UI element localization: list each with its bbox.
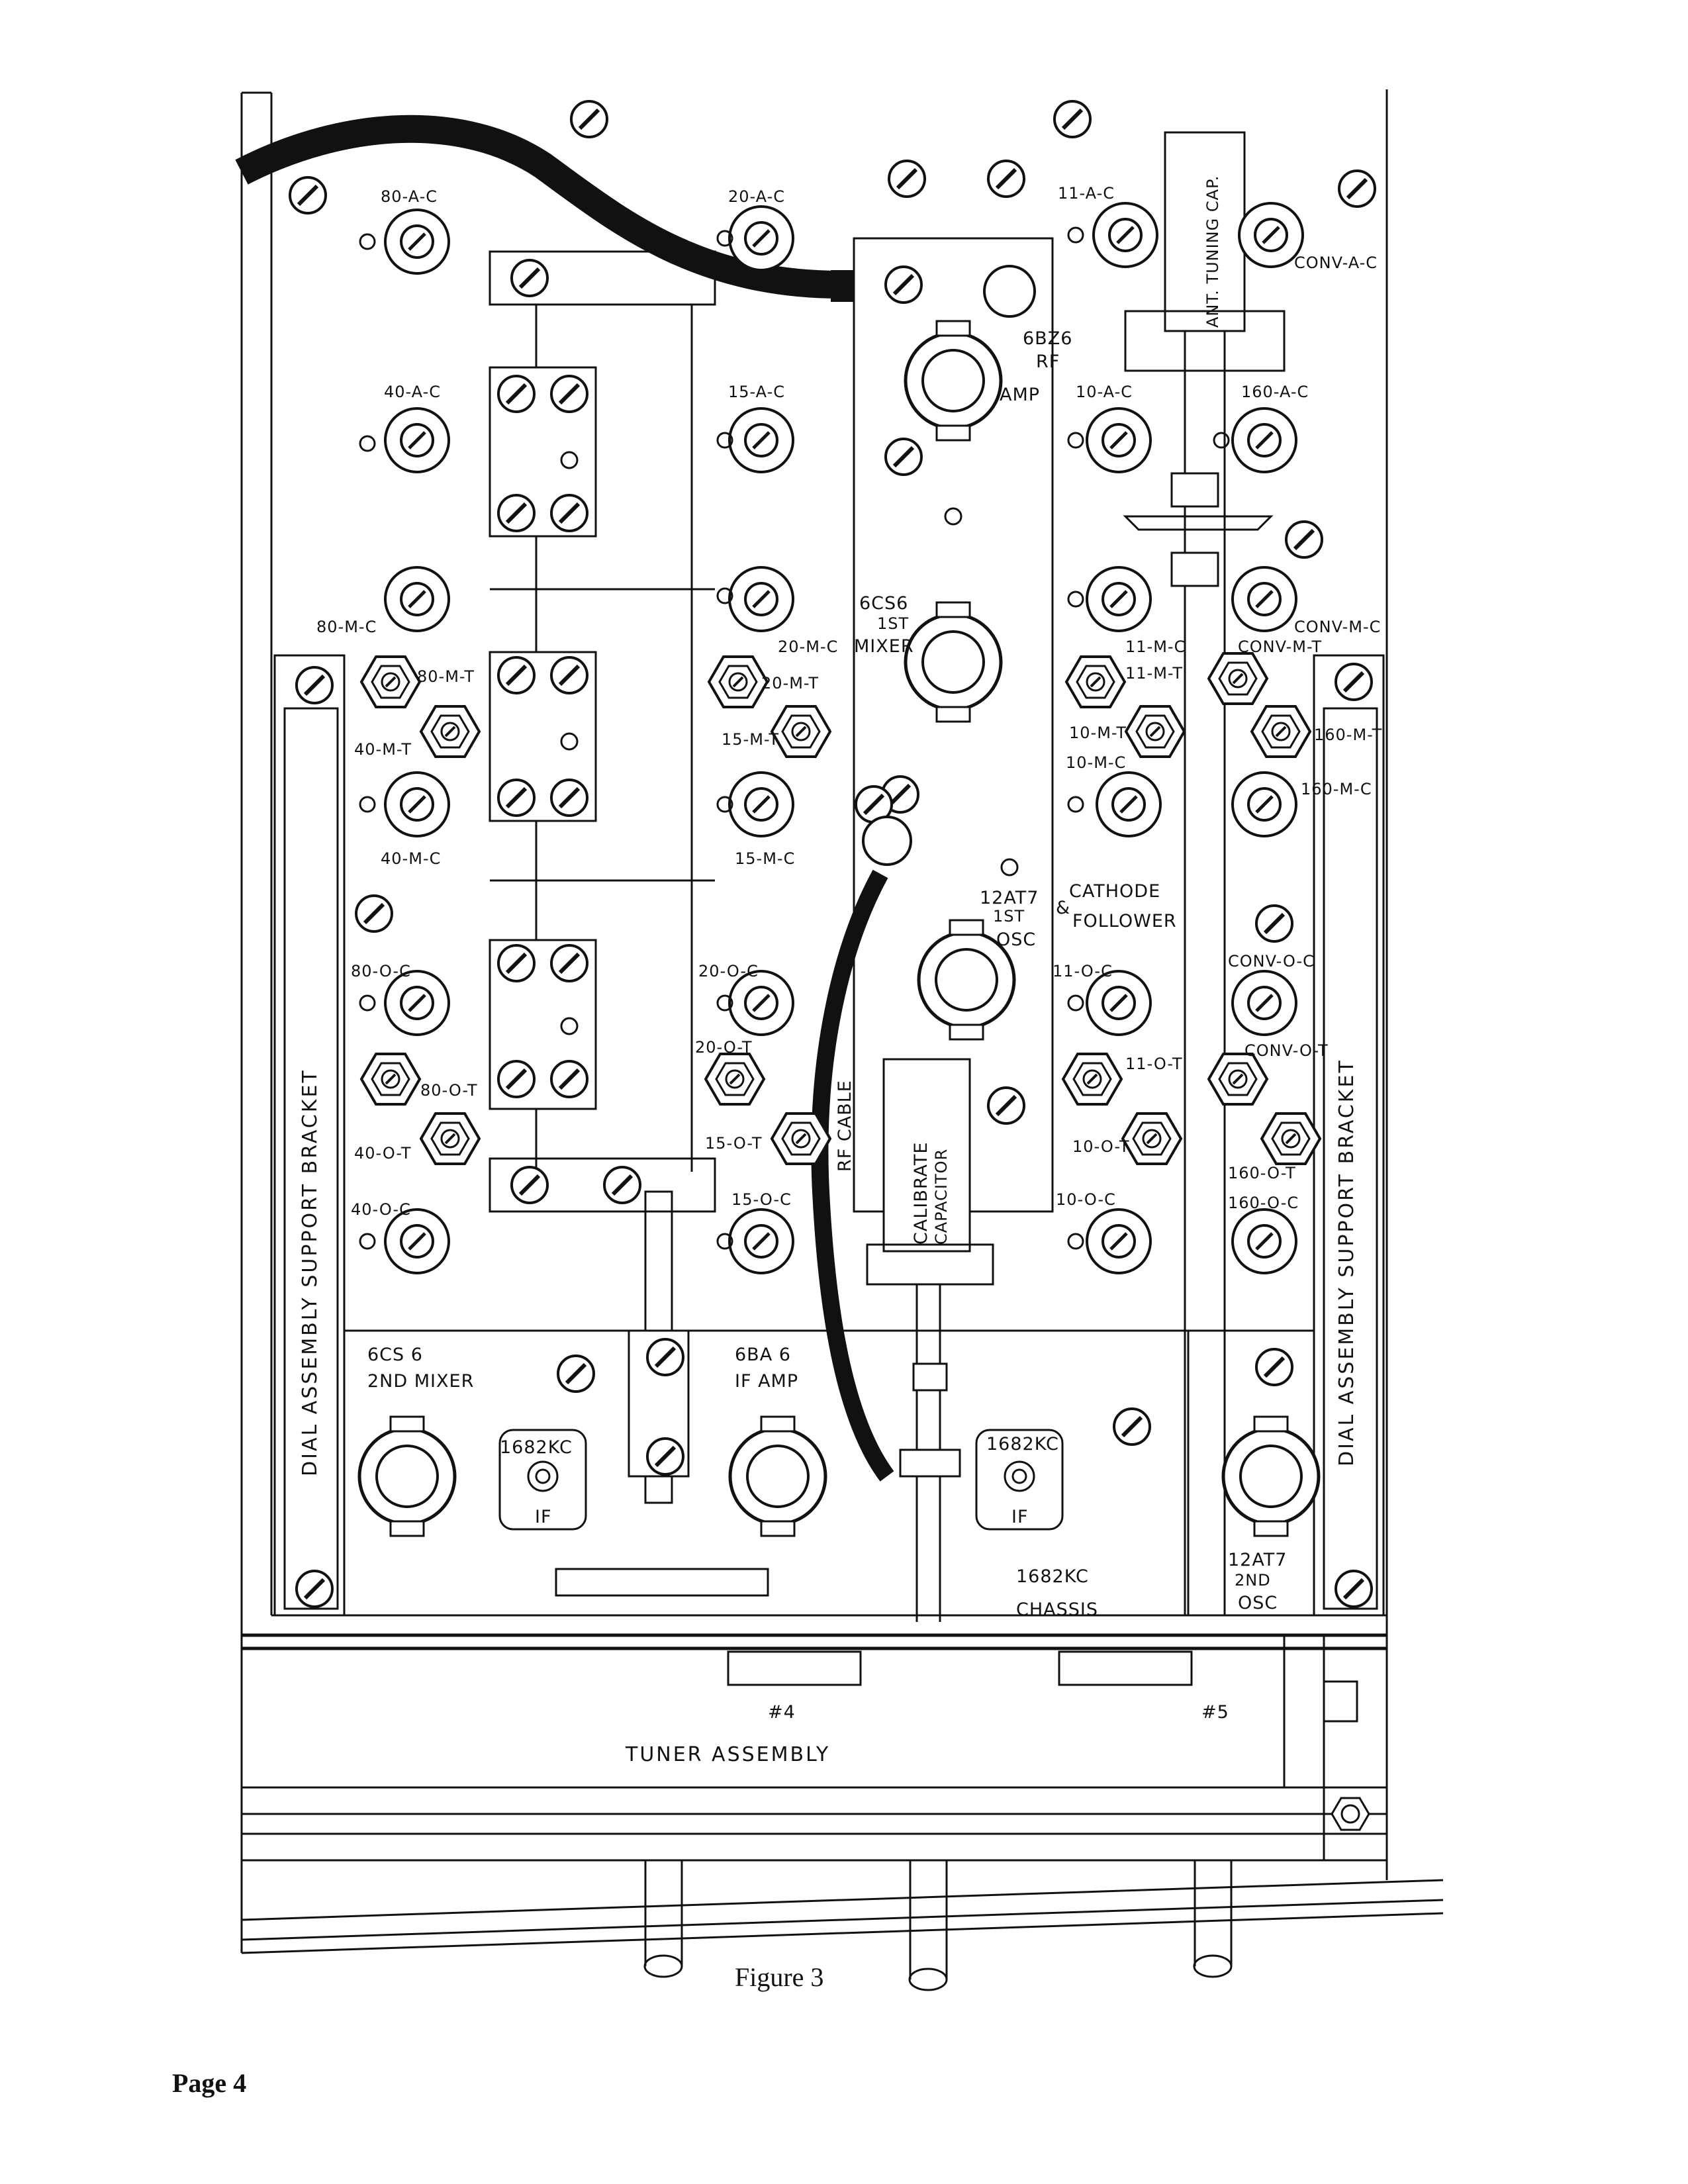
label-80-m-c: 80-M-C bbox=[316, 618, 377, 636]
label-mixer: MIXER bbox=[854, 636, 914, 657]
label-12at7-2nd: 12AT7 bbox=[1228, 1550, 1287, 1570]
label-1st: 1ST bbox=[877, 614, 909, 633]
label-40-o-t: 40-O-T bbox=[354, 1144, 412, 1163]
label-80-o-t: 80-O-T bbox=[420, 1081, 478, 1100]
right-shaft bbox=[1123, 131, 1286, 1615]
label-160-m-c: 160-M-C bbox=[1301, 780, 1372, 798]
label-6ba6: 6BA 6 bbox=[735, 1345, 791, 1365]
label-10-a-c: 10-A-C bbox=[1076, 383, 1133, 401]
chassis-frame bbox=[240, 89, 1444, 1954]
left-bracket bbox=[273, 654, 346, 1617]
label-11-o-t: 11-O-T bbox=[1125, 1055, 1183, 1073]
label-11-a-c: 11-A-C bbox=[1058, 184, 1115, 203]
label-tuner-assembly: TUNER ASSEMBLY bbox=[625, 1743, 830, 1766]
label-160-o-c: 160-O-C bbox=[1228, 1194, 1299, 1212]
label-20-a-c: 20-A-C bbox=[728, 187, 785, 206]
shielded-cable bbox=[235, 115, 841, 299]
label-2nd-osc: 2ND bbox=[1235, 1571, 1271, 1590]
label-1682kc-left: 1682KC bbox=[500, 1437, 573, 1458]
label-10-o-t: 10-O-T bbox=[1072, 1137, 1130, 1156]
label-amp: AMP bbox=[1000, 385, 1040, 405]
label-if-right: IF bbox=[1011, 1507, 1029, 1527]
component-labels: 80-A-C 20-A-C 11-A-C CONV-A-C ANT. TUNIN… bbox=[316, 175, 1382, 1766]
label-capacitor: CAPACITOR bbox=[932, 1149, 951, 1245]
label-conv-a-c: CONV-A-C bbox=[1294, 254, 1378, 272]
label-160-a-c: 160-A-C bbox=[1241, 383, 1309, 401]
label-conv-m-c: CONV-M-C bbox=[1294, 618, 1381, 636]
label-15-o-t: 15-O-T bbox=[705, 1134, 763, 1153]
label-rf-cable: RF CABLE bbox=[835, 1080, 855, 1172]
label-num-5: #5 bbox=[1201, 1702, 1229, 1723]
label-if-left: IF bbox=[535, 1507, 552, 1527]
page-number: Page 4 bbox=[172, 2068, 246, 2098]
label-40-m-c: 40-M-C bbox=[381, 849, 441, 868]
label-15-m-t: 15-M-T bbox=[722, 730, 779, 749]
label-6cs6-2nd: 6CS 6 bbox=[367, 1345, 423, 1365]
label-conv-m-t: CONV-M-T bbox=[1238, 638, 1322, 656]
right-bracket-label: DIAL ASSEMBLY SUPPORT BRACKET bbox=[1335, 1059, 1358, 1466]
label-20-o-t: 20-O-T bbox=[695, 1038, 753, 1057]
label-num-4: #4 bbox=[768, 1702, 796, 1723]
label-20-m-c: 20-M-C bbox=[778, 638, 838, 656]
label-ampersand: & bbox=[1056, 898, 1070, 918]
label-15-a-c: 15-A-C bbox=[728, 383, 785, 401]
if-chassis bbox=[344, 1329, 1319, 1615]
label-6cs6: 6CS6 bbox=[859, 593, 908, 614]
label-10-o-c: 10-O-C bbox=[1056, 1190, 1116, 1209]
label-1682kc-chassis: 1682KC bbox=[1016, 1566, 1089, 1587]
label-calibrate: CALIBRATE bbox=[911, 1142, 931, 1245]
label-15-o-c: 15-O-C bbox=[731, 1190, 792, 1209]
label-follower: FOLLOWER bbox=[1072, 911, 1177, 931]
label-ant-tuning-cap: ANT. TUNING CAP. bbox=[1203, 175, 1222, 328]
label-chassis: CHASSIS bbox=[1016, 1599, 1098, 1620]
label-11-o-c: 11-O-C bbox=[1053, 962, 1113, 980]
label-conv-o-c: CONV-O-C bbox=[1228, 952, 1315, 971]
knob-shafts bbox=[643, 1860, 1233, 1991]
label-osc: OSC bbox=[996, 929, 1036, 950]
label-10-m-t: 10-M-T bbox=[1069, 724, 1127, 742]
label-conv-o-t: CONV-O-T bbox=[1244, 1041, 1329, 1060]
label-15-m-c: 15-M-C bbox=[735, 849, 795, 868]
label-11-m-c: 11-M-C bbox=[1125, 638, 1186, 656]
label-2nd-mixer: 2ND MIXER bbox=[367, 1371, 474, 1392]
label-10-m-c: 10-M-C bbox=[1066, 753, 1126, 772]
label-80-m-t: 80-M-T bbox=[417, 667, 475, 686]
label-6bz6: 6BZ6 bbox=[1023, 328, 1072, 349]
label-11-m-t: 11-M-T bbox=[1125, 664, 1183, 683]
label-12at7: 12AT7 bbox=[980, 888, 1039, 908]
label-if-amp: IF AMP bbox=[735, 1371, 798, 1392]
label-rf: RF bbox=[1036, 352, 1060, 372]
left-bracket-label: DIAL ASSEMBLY SUPPORT BRACKET bbox=[299, 1068, 322, 1476]
bottom-connectors bbox=[727, 1634, 1358, 1789]
label-80-o-c: 80-O-C bbox=[351, 962, 411, 980]
label-osc-2nd: OSC bbox=[1238, 1593, 1278, 1613]
label-80-a-c: 80-A-C bbox=[381, 187, 438, 206]
label-1682kc-right: 1682KC bbox=[986, 1434, 1059, 1454]
label-1st-osc: 1ST bbox=[993, 907, 1025, 926]
coil-holes bbox=[359, 226, 1230, 1250]
label-40-a-c: 40-A-C bbox=[384, 383, 441, 401]
rf-cable bbox=[811, 869, 894, 1482]
label-160-o-t: 160-O-T bbox=[1228, 1164, 1296, 1182]
calibrate-capacitor bbox=[866, 1058, 1024, 1622]
switch-assembly bbox=[489, 250, 769, 1597]
label-40-m-t: 40-M-T bbox=[354, 740, 412, 759]
label-20-m-t: 20-M-T bbox=[761, 674, 819, 692]
figure-caption: Figure 3 bbox=[735, 1962, 823, 1992]
label-160-m-t: 160-M-T bbox=[1314, 726, 1382, 744]
label-cathode: CATHODE bbox=[1069, 881, 1160, 902]
label-40-o-c: 40-O-C bbox=[351, 1200, 411, 1219]
label-20-o-c: 20-O-C bbox=[698, 962, 759, 980]
